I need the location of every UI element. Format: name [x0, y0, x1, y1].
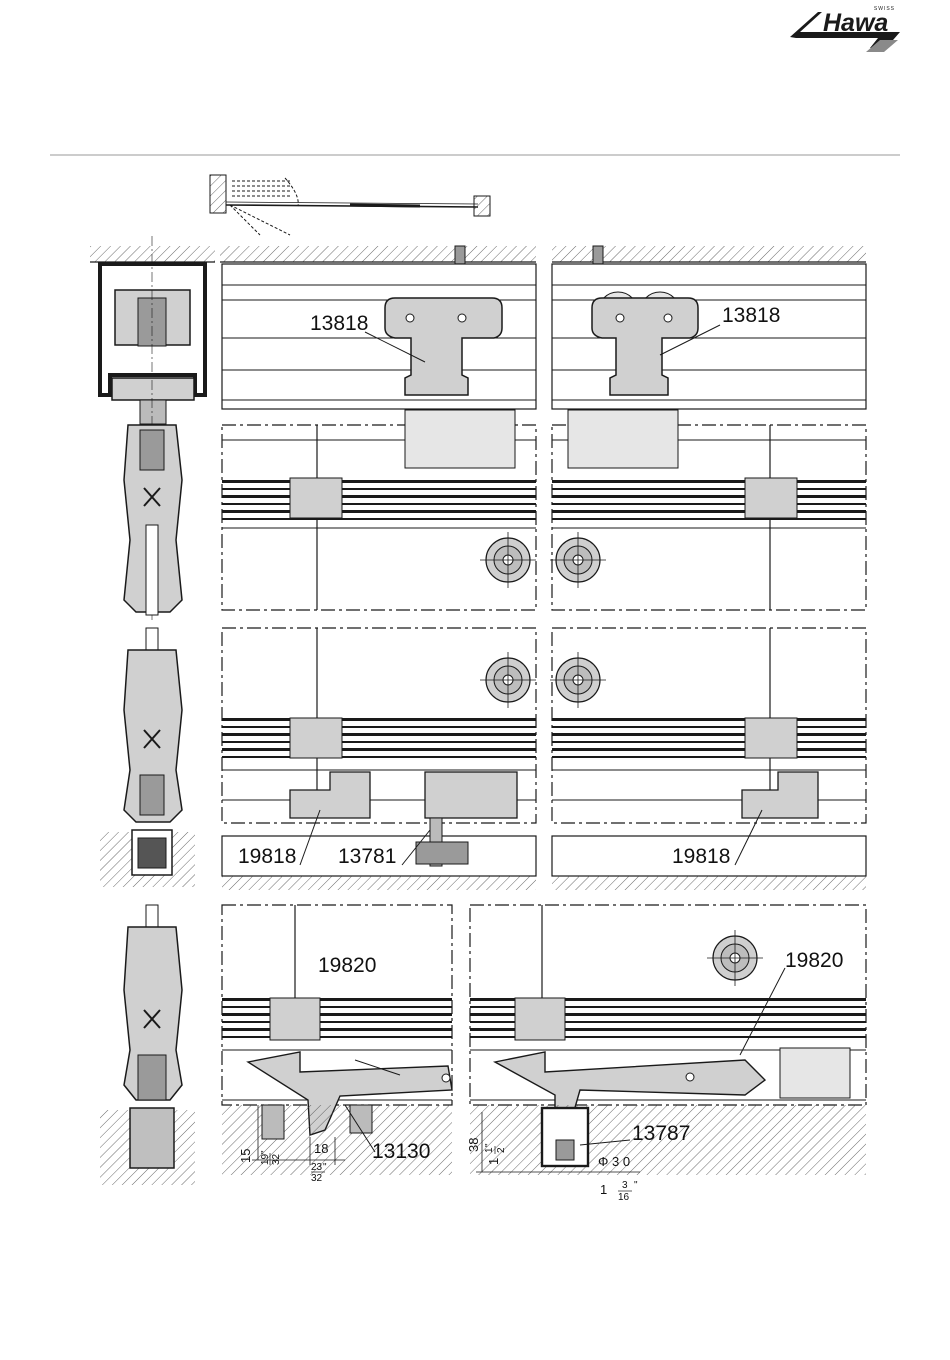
- dim-phi-symbol: Φ: [598, 1154, 608, 1169]
- svg-text:": ": [260, 1150, 271, 1154]
- part-label-19820-right: 19820: [785, 949, 843, 972]
- dim-1-3-16: 1 3 " 16: [600, 1180, 638, 1203]
- svg-text:1: 1: [486, 1158, 501, 1165]
- svg-text:3: 3: [622, 1180, 628, 1191]
- dim-38: 38: [466, 1138, 481, 1152]
- panel-bottom-right: 19820 13787 38 1 1 " 2 Φ 3 0 1 3 " 16: [466, 905, 866, 1203]
- logo-wordmark: Hawa: [823, 9, 888, 37]
- svg-text:32: 32: [271, 1153, 282, 1165]
- part-label-13818-left: 13818: [310, 312, 368, 335]
- part-label-19820-left: 19820: [318, 954, 376, 977]
- svg-text:": ": [484, 1143, 495, 1147]
- dim-18: 18: [314, 1141, 328, 1156]
- panel-top-right: 13818: [552, 264, 866, 409]
- svg-text:2: 2: [496, 1147, 507, 1153]
- svg-text:16: 16: [618, 1192, 630, 1203]
- part-label-13130: 13130: [372, 1140, 430, 1163]
- svg-text:32: 32: [311, 1173, 323, 1184]
- svg-text:23: 23: [311, 1162, 323, 1173]
- logo-accent-icon: [866, 40, 898, 52]
- part-label-19818-right: 19818: [672, 845, 730, 868]
- panel-top-left: 13818: [222, 264, 536, 409]
- svg-text:1: 1: [600, 1182, 607, 1197]
- svg-text:19: 19: [260, 1153, 271, 1165]
- section-profiles: [90, 236, 215, 1185]
- panel-bottom-left: 19820 13130 15 18 19 " 32 23 " 32: [222, 905, 452, 1184]
- plan-schematic: [210, 175, 490, 235]
- svg-text:": ": [634, 1180, 638, 1191]
- guide-13781: [425, 772, 517, 818]
- brand-logo: SWISS Hawa: [790, 6, 900, 52]
- svg-text:": ": [323, 1162, 327, 1173]
- part-label-13781: 13781: [338, 845, 396, 868]
- dim-15: 15: [238, 1149, 253, 1163]
- dim-30: 3 0: [612, 1154, 630, 1169]
- door-panels-upper: [222, 410, 866, 610]
- door-panels-middle: 19818 13781 19818: [222, 628, 866, 890]
- part-label-13818-right: 13818: [722, 304, 780, 327]
- part-label-13787: 13787: [632, 1122, 690, 1145]
- part-label-19818-left: 19818: [238, 845, 296, 868]
